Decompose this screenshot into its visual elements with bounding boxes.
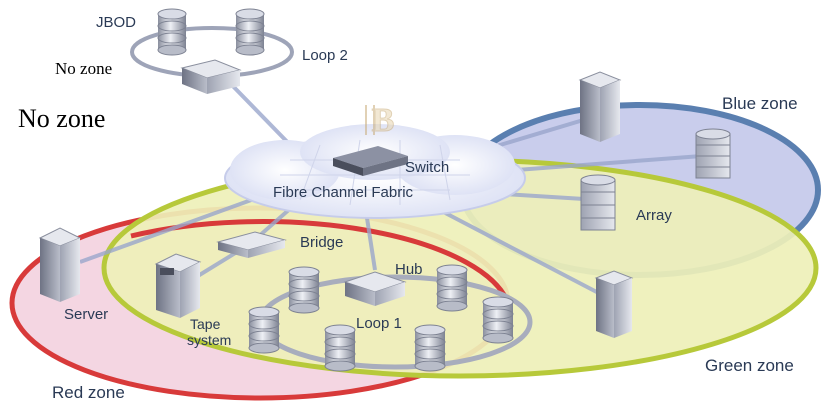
switch-label: Switch xyxy=(405,159,449,176)
hub-device xyxy=(343,271,407,306)
loop1-disk xyxy=(324,324,356,372)
blue-zone-disk-stack xyxy=(695,128,731,179)
loop2-disk xyxy=(235,8,265,56)
fabric-label: Fibre Channel Fabric xyxy=(273,184,414,201)
no-zone-large-label: No zone xyxy=(18,104,105,133)
hub-label: Hub xyxy=(395,261,423,278)
loop1-disk xyxy=(482,296,514,344)
jbod-label: JBOD xyxy=(96,14,136,31)
bridge-device xyxy=(216,231,287,258)
loop2-hub-device xyxy=(180,59,242,94)
array-label: Array xyxy=(636,207,672,224)
b-logo-icon: B xyxy=(365,102,395,140)
server-tower xyxy=(38,227,82,302)
no-zone-small-label: No zone xyxy=(55,59,112,78)
tape-system-device xyxy=(154,253,202,318)
blue-zone-label: Blue zone xyxy=(722,94,798,113)
green-zone-server-tower xyxy=(594,270,634,338)
blue-zone-server-tower xyxy=(578,71,622,142)
fibre-channel-fabric-cloud xyxy=(224,124,526,219)
loop1-disk xyxy=(436,264,468,312)
tape-label-line1: Tape xyxy=(190,316,221,332)
tape-label-line2: system xyxy=(187,332,231,348)
red-zone-label: Red zone xyxy=(52,383,125,402)
loop2-label: Loop 2 xyxy=(302,47,348,64)
loop1-disk xyxy=(414,324,446,372)
loop1-disk xyxy=(288,266,320,314)
server-label: Server xyxy=(64,306,108,323)
loop1-disk xyxy=(248,306,280,354)
loop1-disks xyxy=(248,264,514,372)
jbod-disk xyxy=(157,8,187,56)
array-disk-stack xyxy=(580,174,616,231)
switch-device xyxy=(333,146,408,176)
svg-text:B: B xyxy=(372,102,395,139)
loop1-label: Loop 1 xyxy=(356,315,402,332)
bridge-label: Bridge xyxy=(300,234,343,251)
green-zone-label: Green zone xyxy=(705,356,794,375)
